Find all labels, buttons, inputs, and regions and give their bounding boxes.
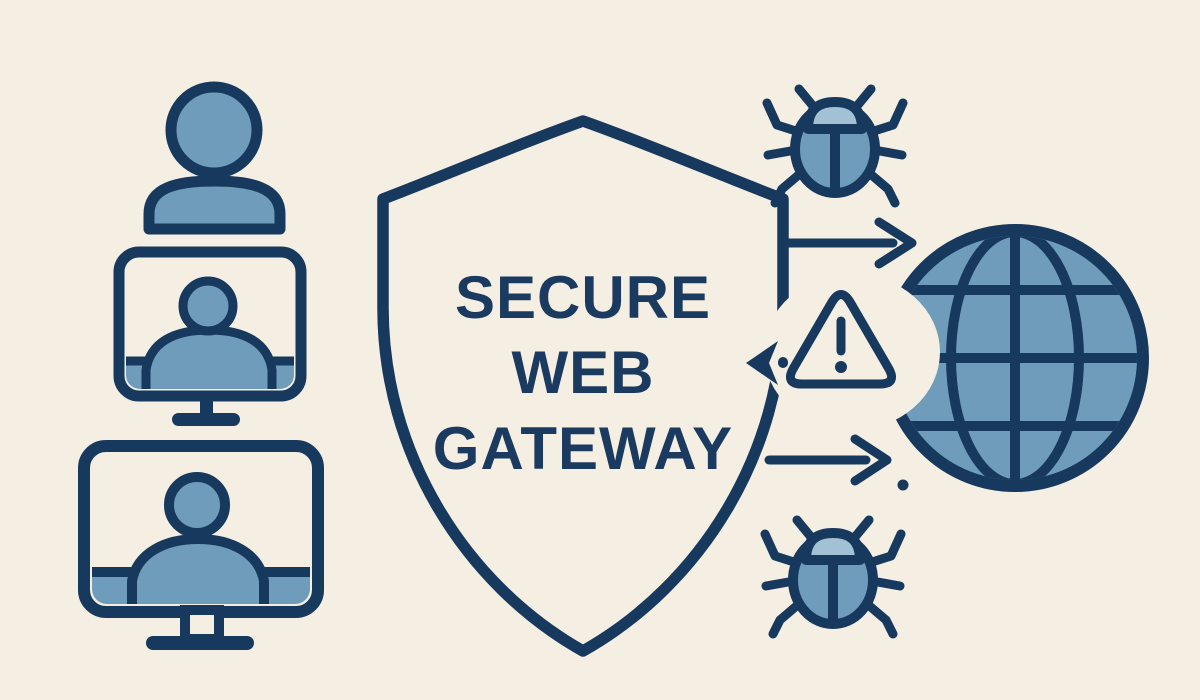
globe-icon (881, 224, 1149, 492)
blocked-arrow-left (746, 341, 788, 385)
bug-icon-top (767, 89, 903, 203)
screen-user-body (141, 325, 277, 389)
ink-dot (897, 479, 909, 491)
monitor-base (172, 413, 240, 426)
shield-outline (377, 115, 789, 657)
triangle-halo (764, 274, 940, 430)
monitor-base (146, 636, 254, 650)
user-icon (143, 81, 286, 235)
shield-icon: SECURE WEB GATEWAY (377, 115, 789, 657)
arrow-right-icon (874, 217, 917, 269)
screen-user-head (164, 472, 230, 538)
monitor-user-icon-large (78, 440, 324, 650)
arrow-left-icon (746, 341, 778, 385)
monitor-stand (200, 394, 213, 416)
outbound-arrow-bottom (764, 434, 892, 486)
user-head (165, 81, 263, 179)
outbound-arrow-top (783, 217, 917, 269)
warning-triangle-icon (786, 290, 896, 389)
shield-title-line-1: SECURE (455, 264, 711, 331)
monitor-stand (180, 605, 224, 644)
arrow-stub (778, 357, 788, 368)
exclamation-dot (835, 361, 847, 373)
arrow-right-icon (850, 434, 892, 486)
triangle-outline (786, 290, 896, 389)
user-body (143, 175, 286, 235)
shield-title-line-2: WEB (512, 339, 655, 406)
shield-title-line-3: GATEWAY (433, 415, 733, 482)
monitor-user-icon-small (113, 246, 307, 426)
screen-user-body (127, 534, 269, 604)
bug-icon-bottom (765, 520, 901, 634)
screen-user-head (178, 276, 238, 336)
